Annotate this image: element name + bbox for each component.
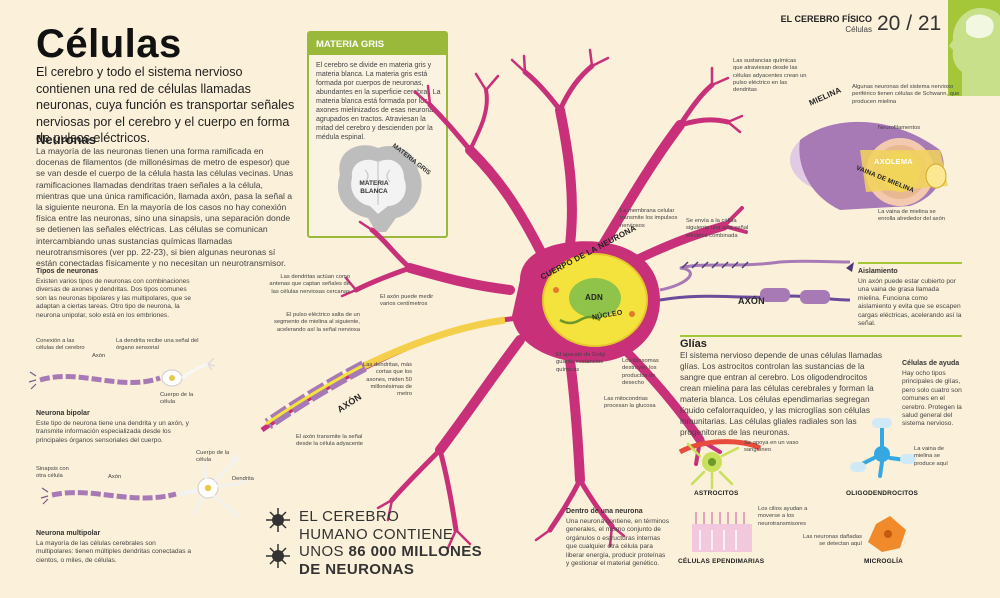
tipos-heading: Tipos de neuronas	[36, 268, 99, 275]
fact-line-1: EL CEREBRO	[299, 508, 400, 525]
page-title: Células	[36, 22, 182, 66]
oligodendrocyte-illustration	[850, 418, 916, 478]
multipolar-heading: Neurona multipolar	[36, 530, 101, 537]
header-subcategory: Células	[845, 25, 872, 34]
note-membrana: La membrana celular transmite los impuls…	[620, 208, 678, 229]
label-neurofilamentos: Neurofilamentos	[878, 125, 921, 131]
note-envia: Se envía a la célula siguiente una sola …	[686, 218, 749, 239]
head-silhouette-icon	[949, 8, 1000, 96]
astrocyte-illustration	[678, 439, 762, 490]
dentro-text: Una neurona contiene, en términos genera…	[566, 518, 670, 568]
fact-line-2: HUMANO CONTIENE	[299, 525, 454, 543]
neuronas-heading: Neuronas	[36, 132, 96, 147]
multipolar-text: La mayoría de las células cerebrales son…	[36, 540, 192, 564]
glias-text: El sistema nervioso depende de unas célu…	[680, 350, 883, 437]
neuron-dendrites	[340, 48, 748, 550]
myelin-detail	[790, 121, 948, 210]
dentro-heading: Dentro de una neurona	[566, 508, 643, 515]
note-sustancias: Las sustancias químicas que atraviesan d…	[733, 58, 807, 94]
fact-line-3b: 86 000 MILLONES	[348, 543, 483, 560]
glias-heading: Glías	[680, 338, 707, 350]
brain-cross-section	[337, 145, 422, 232]
note-microglia: Las neuronas dañadas se detectan aquí	[803, 534, 862, 548]
ayuda-heading: Células de ayuda	[902, 360, 960, 367]
note-ependimarias: Los cilios ayudan a moverse a los neurot…	[758, 506, 808, 527]
bipolar-text: Este tipo de neurona tiene una dendrita …	[36, 420, 189, 444]
label-conexion: Conexión a las células del cerebro	[36, 338, 85, 352]
fact-line-4: DE NEURONAS	[299, 560, 415, 578]
bipolar-heading: Neurona bipolar	[36, 410, 90, 417]
tipos-text: Existen varios tipos de neuronas con com…	[36, 278, 192, 319]
label-ependimarias: CÉLULAS EPENDIMARIAS	[678, 558, 765, 565]
fact-neuron-icons	[266, 508, 290, 568]
note-axon-transmite: El axón transmite la señal desde la célu…	[296, 434, 364, 448]
note-astrocitos: Se apoya en un vaso sanguíneo	[744, 440, 799, 454]
label-materia-blanca: MATERIA BLANCA	[359, 180, 389, 195]
header-category: EL CEREBRO FÍSICO	[780, 14, 872, 24]
microglia-illustration	[868, 516, 906, 552]
note-schwann: Algunas neuronas del sistema nervioso pe…	[852, 84, 960, 105]
fact-line-3a: UNOS	[299, 543, 349, 560]
label-axon-bipolar: Axón	[92, 353, 106, 359]
bipolar-neuron-diagram	[28, 357, 216, 390]
main-axon	[260, 315, 521, 433]
neuronas-text: La mayoría de las neuronas tienen una fo…	[36, 146, 294, 269]
label-microglia: MICROGLÍA	[864, 558, 903, 565]
adn	[569, 278, 621, 318]
page-numbers: 20 / 21	[877, 12, 942, 35]
materia-gris-text: El cerebro se divide en materia gris y m…	[316, 62, 441, 141]
label-axon-right: AXÓN	[738, 296, 765, 306]
label-adn: ADN	[585, 293, 603, 302]
label-dendrita: Dendrita	[232, 476, 254, 482]
label-axolema: AXOLEMA	[874, 157, 913, 166]
note-oligodendrocitos: La vaina de mielina se produce aquí	[914, 446, 948, 467]
note-dendritas-antenas: Las dendritas actúan como antenas que ca…	[269, 274, 350, 295]
label-oligodendrocitos: OLIGODENDROCITOS	[846, 490, 919, 497]
ayuda-text: Hay ocho tipos principales de glías, per…	[902, 370, 962, 428]
note-vaina: La vaina de mielina se enrolla alrededor…	[878, 209, 946, 223]
label-dendrita-recibe: La dendrita recibe una señal del órgano …	[116, 338, 199, 352]
ependymal-illustration	[692, 512, 752, 552]
aislamiento-rule	[858, 262, 962, 264]
head-brain-icon	[948, 0, 1000, 96]
note-axon-mide: El axón puede medir varios centímetros	[380, 294, 434, 308]
multipolar-neuron-diagram	[40, 454, 248, 518]
label-cuerpo-multipolar: Cuerpo de la célula	[196, 450, 230, 464]
right-axon	[659, 259, 854, 304]
materia-gris-heading: MATERIA GRIS	[309, 33, 446, 55]
fact-86000: EL CEREBRO HUMANO CONTIENE UNOS 86 000 M…	[299, 508, 482, 578]
label-axon-multipolar: Axón	[108, 474, 122, 480]
note-dendritas-cortas: Las dendritas, más cortas que los axones…	[363, 362, 412, 398]
aislamiento-text: Un axón puede estar cubierto por una vai…	[858, 278, 962, 328]
label-astrocitos: ASTROCITOS	[694, 490, 739, 497]
intro-paragraph: El cerebro y todo el sistema nervioso co…	[36, 65, 295, 145]
aislamiento-heading: Aislamiento	[858, 268, 898, 275]
note-mitocondrias: Las mitocondrias procesan la glucosa	[604, 396, 656, 410]
label-sinapsis: Sinapsis con otra célula	[36, 466, 69, 480]
note-lisosomas: Los lisosomas destruyen los productos de…	[622, 358, 659, 386]
glias-rule	[680, 335, 962, 337]
label-cuerpo-bipolar: Cuerpo de la célula	[160, 392, 194, 406]
note-pulso: El pulso eléctrico salta de un segmento …	[273, 312, 360, 333]
note-golgi: El aparato de Golgi guarda sustancias qu…	[556, 352, 606, 373]
